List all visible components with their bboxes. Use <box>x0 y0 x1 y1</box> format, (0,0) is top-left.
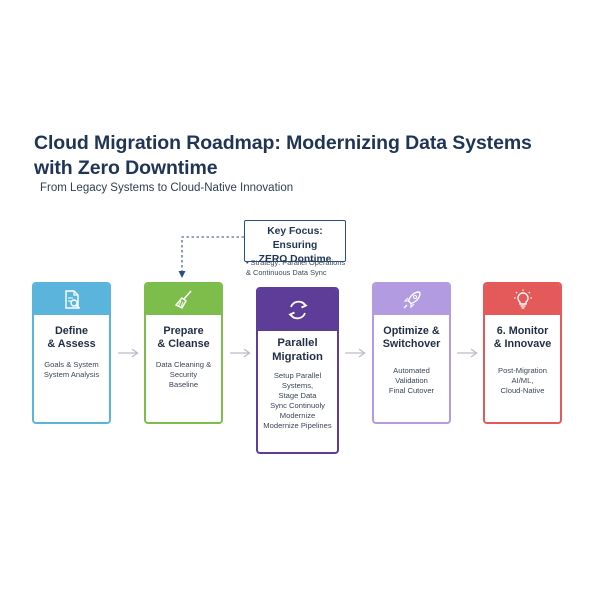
key-focus-box: Key Focus: Ensuring ZERO Dontime <box>244 220 346 265</box>
step-description: Post-Migration AI/ML, Cloud-Native <box>498 366 547 395</box>
step-card-header <box>258 289 337 331</box>
document-search-icon <box>64 289 80 309</box>
step-description: Goals & System System Analysis <box>43 360 100 379</box>
lightbulb-icon <box>513 289 532 309</box>
broom-icon <box>174 289 192 309</box>
arrow-right-icon <box>118 348 139 358</box>
step-card-monitor-innovate: 6. Monitor & Innovave Post-Migration AI/… <box>483 282 562 424</box>
step-card-header <box>146 284 221 315</box>
arrow-right-icon <box>230 348 251 358</box>
step-description: Data Cleaning & Security Baseline <box>155 360 212 389</box>
sync-arrows-icon <box>287 300 308 320</box>
page-title: Cloud Migration Roadmap: Modernizing Dat… <box>34 132 532 179</box>
strategy-note: • Strategy: Parallel Operations & Contin… <box>246 258 346 277</box>
page-subtitle: From Legacy Systems to Cloud-Native Inno… <box>40 182 294 194</box>
rocket-icon <box>403 290 421 308</box>
step-card-optimize-switchover: Optimize & Switchover Automated Validati… <box>372 282 451 424</box>
step-card-parallel-migration: Parallel Migration Setup Parallel System… <box>256 287 339 454</box>
step-title: Optimize & Switchover <box>382 325 441 350</box>
step-card-define-assess: Define & Assess Goals & System System An… <box>32 282 111 424</box>
step-title: Parallel Migration <box>272 337 323 363</box>
step-card-header <box>34 284 109 315</box>
step-description: Setup Parallel Systems, Stage Data Sync … <box>263 371 332 430</box>
step-title: 6. Monitor & Innovave <box>493 325 552 350</box>
arrow-right-icon <box>457 348 478 358</box>
step-card-header <box>374 284 449 315</box>
step-description: Automated Validation Final Cutover <box>388 366 435 395</box>
step-card-prepare-cleanse: Prepare & Cleanse Data Cleaning & Securi… <box>144 282 223 424</box>
step-title: Define & Assess <box>47 325 96 350</box>
step-title: Prepare & Cleanse <box>157 325 210 350</box>
arrow-right-icon <box>345 348 366 358</box>
step-card-header <box>485 284 560 315</box>
